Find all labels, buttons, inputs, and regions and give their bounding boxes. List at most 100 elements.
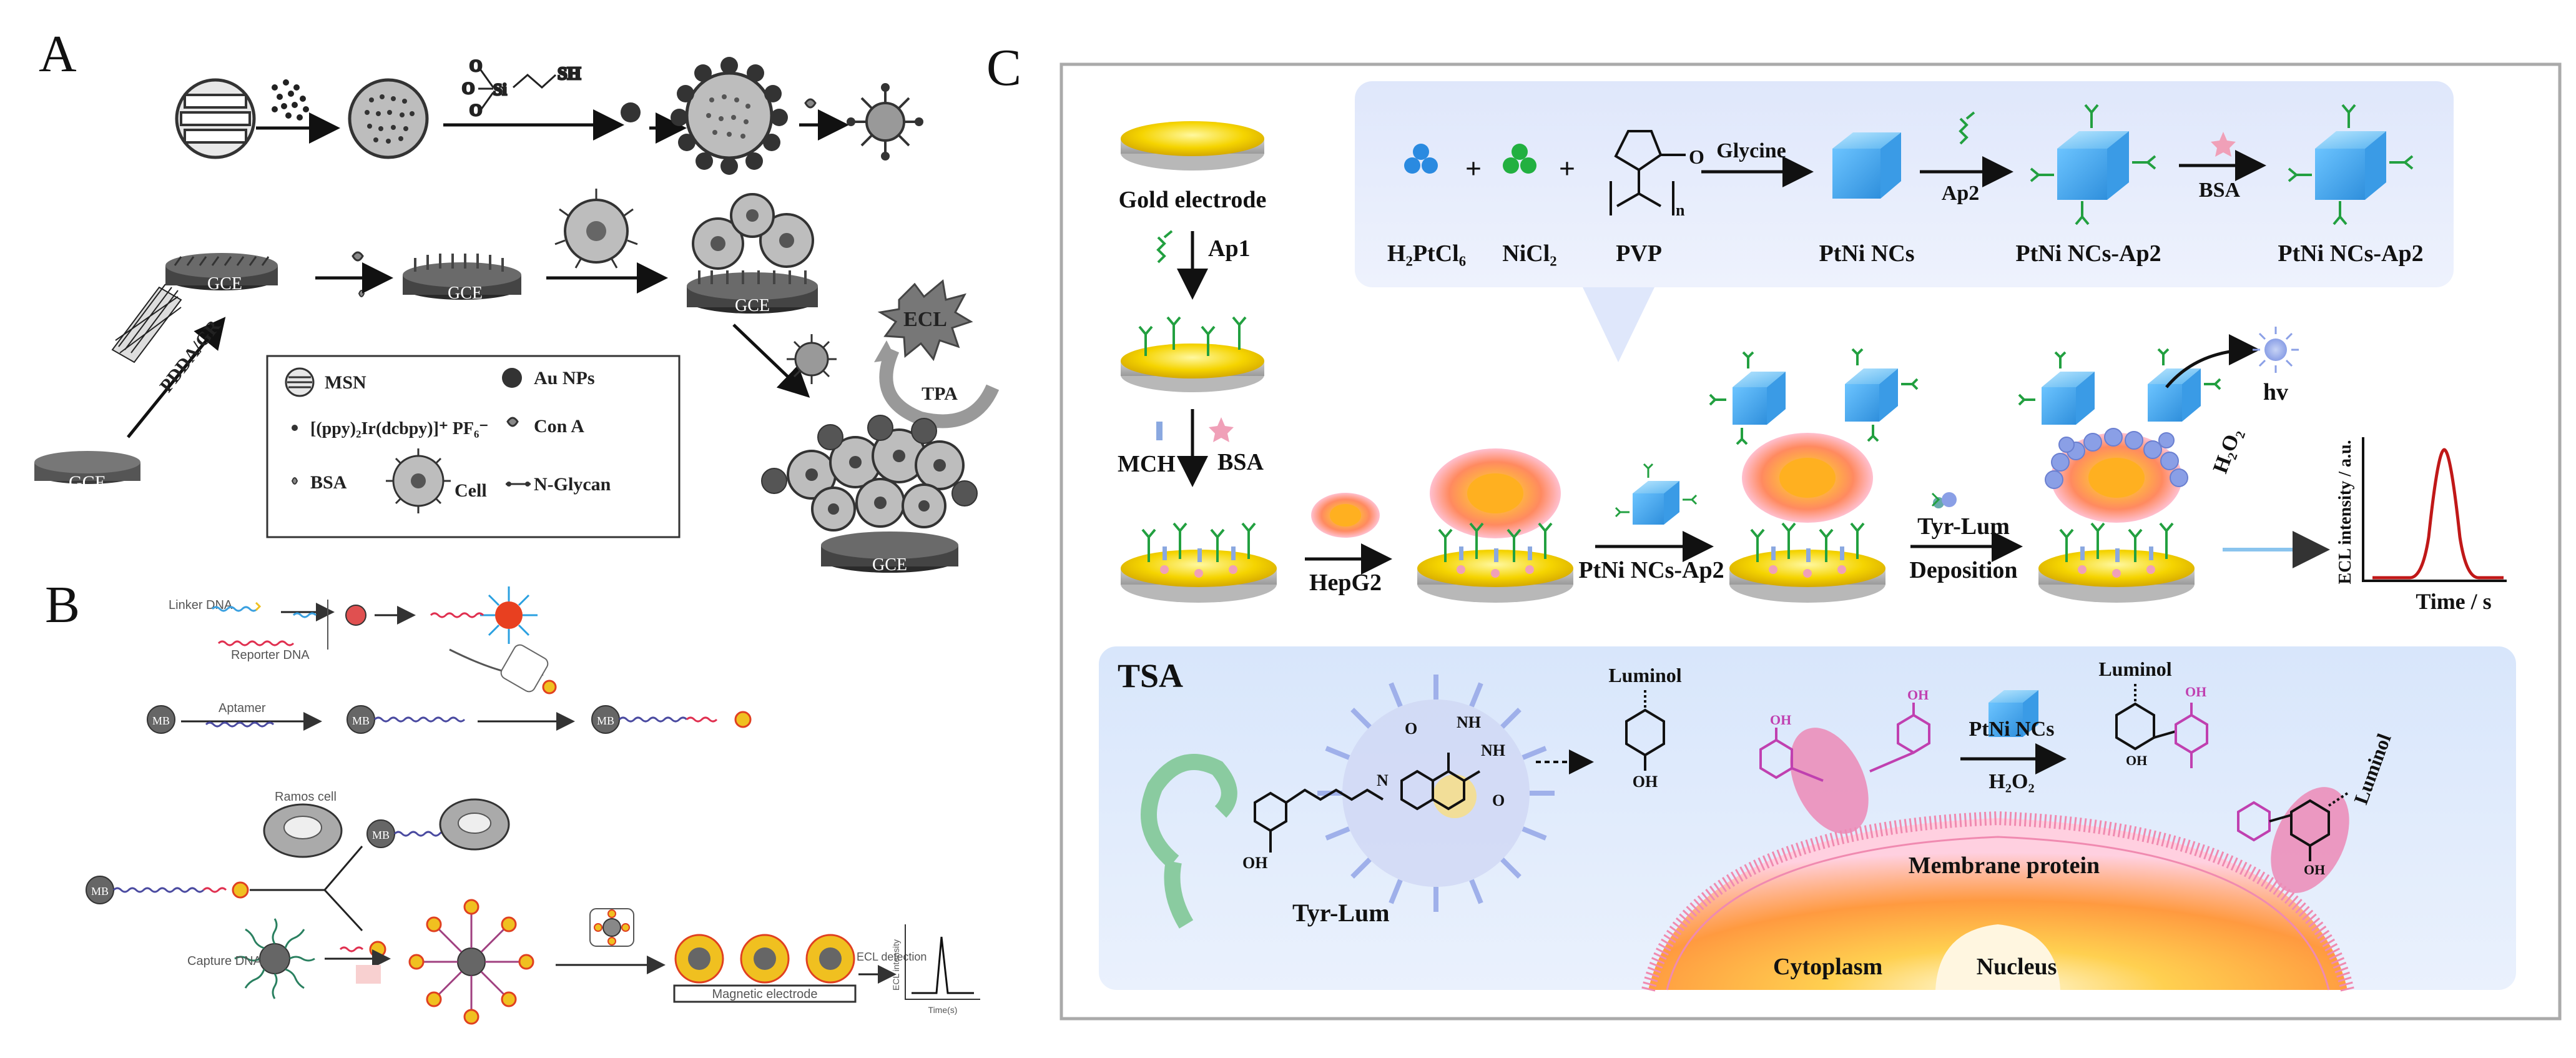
deposited-electrode: [2018, 348, 2221, 603]
linker-dna-label: Linker DNA: [169, 598, 233, 612]
oh-label: OH: [1633, 773, 1658, 791]
mb-label: MB: [152, 714, 170, 727]
membrane-protein-label: Membrane protein: [1909, 853, 2100, 879]
tyr-lum-molecule: N NH NH O O OH Tyr-Lum: [1141, 675, 1555, 929]
legend-ru-label: [(ppy)₂Ir(dcbpy)]⁺ PF₆⁻: [310, 419, 488, 438]
time-label: Time / s: [2416, 589, 2491, 614]
ecl-burst: ECL: [877, 279, 973, 362]
bsa-arrow: BSA: [2179, 132, 2266, 202]
mb-label: MB: [597, 714, 614, 727]
bound-cube-left: [1709, 351, 1786, 445]
synthesis-box: H₂PtCl₆ + NiCl₂ + O n PVP Glycine: [1355, 81, 2454, 362]
o-atom-2: O: [1492, 791, 1505, 809]
pvp-structure: O n PVP: [1610, 130, 1704, 267]
legend-a: MSN Au NPs [(ppy)₂Ir(dcbpy)]⁺ PF₆⁻ Con A…: [266, 355, 681, 538]
mch-bsa-arrow: MCH BSA: [1118, 409, 1264, 487]
legend-con-a-label: Con A: [534, 416, 584, 437]
arrow: [732, 324, 810, 398]
gold-electrode: Gold electrode: [1119, 121, 1267, 213]
cell-icon: [554, 189, 638, 269]
hepg2-label: HepG2: [1309, 570, 1382, 596]
tyrosine-residues: [1759, 703, 1930, 782]
legend-cell-label: Cell: [455, 480, 487, 501]
luminol-radical: Luminol OH: [1608, 664, 1681, 791]
msn-particle: [175, 78, 256, 159]
bsa-label-synth: BSA: [2199, 179, 2241, 202]
nh-atom-2: NH: [1481, 741, 1505, 759]
svg-text:O: O: [462, 79, 474, 97]
pvp-n: n: [1676, 201, 1685, 219]
oh-atom: OH: [1242, 854, 1267, 872]
tsa-title: TSA: [1118, 657, 1183, 695]
legend-msn-label: MSN: [325, 372, 366, 393]
ecl-signal-plot-b: ECL intensity Time(s): [891, 924, 980, 1015]
legend-n-glycan: N-Glycan: [506, 474, 611, 495]
bsa-icon: [358, 290, 365, 297]
ecl-plot-c: ECL intensity / a.u. Time / s: [2336, 437, 2507, 614]
signal-probe: [408, 899, 534, 1025]
ecl-axis-y-label: ECL intensity: [891, 939, 901, 991]
magnetic-electrode-label: Magnetic electrode: [712, 987, 818, 1001]
gce-label: GCE: [69, 472, 106, 493]
panel-a-letter: A: [39, 25, 77, 83]
loaded-msn: [348, 78, 429, 159]
nh-atom-1: NH: [1457, 713, 1481, 731]
cytoplasm-label: Cytoplasm: [1773, 954, 1882, 980]
ap1-arrow: Ap1: [1156, 230, 1251, 300]
linker-mark: [255, 601, 262, 611]
luminol-label-2: Luminol: [2098, 658, 2171, 680]
glycine-arrow: Glycine: [1701, 139, 1814, 187]
oh-label-tyr-2: OH: [1907, 687, 1929, 703]
ptni-ncs-label: PtNi NCs: [1819, 240, 1914, 267]
h2o2-tsa-label: H₂O₂: [1989, 770, 2034, 793]
oh-product: OH: [2185, 684, 2206, 700]
o-atom-1: O: [1405, 719, 1417, 738]
mb-label: MB: [91, 885, 109, 897]
ptni-ncs-tsa-label: PtNi NCs: [1969, 718, 2055, 741]
hepg2-arrow: HepG2: [1305, 493, 1392, 596]
mch-label: MCH: [1118, 451, 1176, 477]
legend-cell: Cell: [386, 448, 487, 513]
tyr-lum-label: Tyr-Lum: [1917, 513, 2010, 540]
au-np-icon: [621, 102, 641, 122]
legend-bsa-label: BSA: [310, 472, 347, 493]
oh-label-tyr-1: OH: [1770, 712, 1791, 728]
capture-dna-bead: Capture DNA: [187, 918, 315, 999]
pdda-gr-label: PDDA/GR: [156, 316, 225, 396]
hv-burst: [2253, 327, 2299, 373]
cell-captured-electrode: [1417, 448, 1573, 603]
magnetic-electrode: Magnetic electrode: [673, 934, 857, 1003]
catalysis-arrow: PtNi NCs H₂O₂: [1960, 690, 2067, 793]
oh-product-3: OH: [2304, 862, 2325, 878]
gce-electrode-2: GCE: [403, 254, 521, 303]
con-a-icon: [351, 251, 364, 262]
bound-cube-right: [1845, 348, 1919, 442]
svg-text:Si: Si: [493, 81, 507, 99]
panel-b-letter: B: [45, 576, 81, 634]
gce-electrode-3: GCE: [687, 193, 818, 315]
svg-text:O: O: [469, 57, 482, 75]
gce-label: GCE: [872, 555, 907, 575]
ptni-ap2-arrow: PtNi NCs-Ap2: [1578, 463, 1724, 583]
mb-aptamer-row: MB Aptamer MB MB: [147, 701, 752, 734]
ptni-ap2-bsa-cube: PtNi NCs-Ap2: [2278, 104, 2424, 267]
ecl-axis-x-label: Time(s): [928, 1005, 958, 1015]
mb-captured-cell: MB: [366, 798, 510, 851]
ecl-detection-label: ECL detection: [857, 951, 927, 963]
n-atom: N: [1377, 771, 1389, 789]
magnifier-small: [589, 908, 634, 947]
nicl2-icon: NiCl₂: [1502, 144, 1557, 267]
au-reporter-probe: [430, 586, 538, 644]
plus-sign: +: [1559, 152, 1575, 184]
cell-membrane: Cytoplasm Nucleus: [1641, 811, 2354, 992]
gold-electrode-label: Gold electrode: [1119, 187, 1267, 213]
h2ptcl6-icon: H₂PtCl₆: [1387, 144, 1466, 267]
gce-label: GCE: [448, 284, 483, 303]
capture-dna-label: Capture DNA: [187, 954, 262, 968]
tsa-box: TSA: [1099, 646, 2516, 992]
au-icon: [345, 605, 366, 626]
panel-c: H₂PtCl₆ + NiCl₂ + O n PVP Glycine: [1059, 62, 2562, 1021]
bsa-label-step: BSA: [1217, 449, 1264, 475]
ecl-intensity-label: ECL intensity / a.u.: [2336, 440, 2355, 584]
membrane-protein-left: [1790, 728, 1869, 834]
